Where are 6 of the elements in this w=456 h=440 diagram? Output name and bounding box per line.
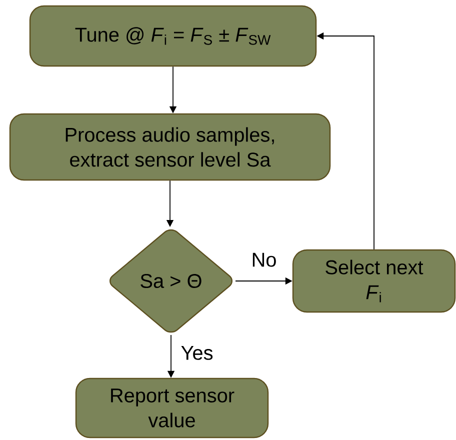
process-box: Tune @ F$_{i}$ = F$_{S}$ ± F$_{SW}$ bbox=[29, 5, 317, 67]
edge-label: Yes bbox=[181, 346, 213, 360]
process-box: Process audio samples, extract sensor level Sa bbox=[9, 113, 331, 181]
edge-label: No bbox=[252, 252, 276, 267]
terminal-box: Report sensor value bbox=[75, 378, 269, 438]
process-box: Select next F$_{i}$ bbox=[292, 249, 456, 313]
